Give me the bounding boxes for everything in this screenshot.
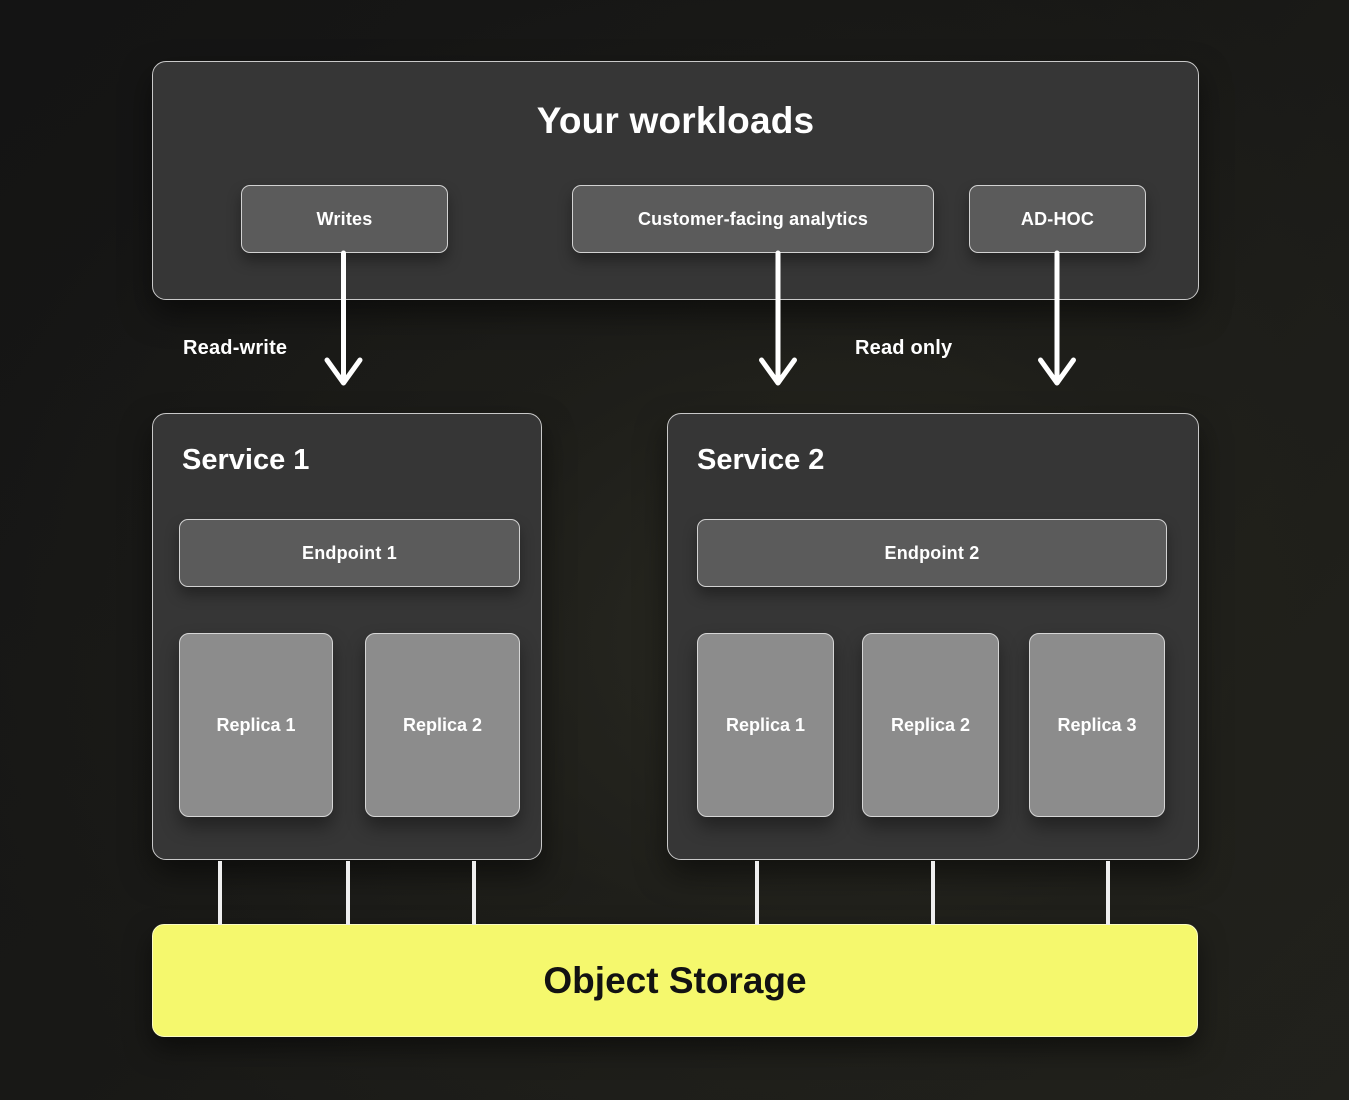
workload-adhoc-box: AD-HOC [969, 185, 1146, 253]
service-2-replica-1: Replica 1 [697, 633, 834, 817]
service-1-storage-connectors [218, 861, 476, 925]
endpoint-1-box: Endpoint 1 [179, 519, 520, 587]
read-write-label: Read-write [183, 337, 288, 359]
workloads-title: Your workloads [536, 100, 815, 141]
read-only-label: Read only [855, 337, 953, 359]
service-1-title: Service 1 [182, 444, 310, 476]
workload-analytics-box: Customer-facing analytics [572, 185, 934, 253]
service-1-replica-2: Replica 2 [365, 633, 520, 817]
service-1-replica-1: Replica 1 [179, 633, 333, 817]
service-2-panel: Service 2 Endpoint 2 Replica 1 Replica 2… [667, 413, 1199, 860]
object-storage-box: Object Storage [152, 924, 1198, 1037]
workload-writes-box: Writes [241, 185, 448, 253]
service-2-replica-2: Replica 2 [862, 633, 999, 817]
service-2-title: Service 2 [697, 444, 825, 476]
workloads-panel: Your workloads Writes Customer-facing an… [152, 61, 1199, 300]
service-2-replica-3: Replica 3 [1029, 633, 1165, 817]
service-1-panel: Service 1 Endpoint 1 Replica 1 Replica 2 [152, 413, 542, 860]
endpoint-2-box: Endpoint 2 [697, 519, 1167, 587]
service-2-storage-connectors [755, 861, 1110, 925]
